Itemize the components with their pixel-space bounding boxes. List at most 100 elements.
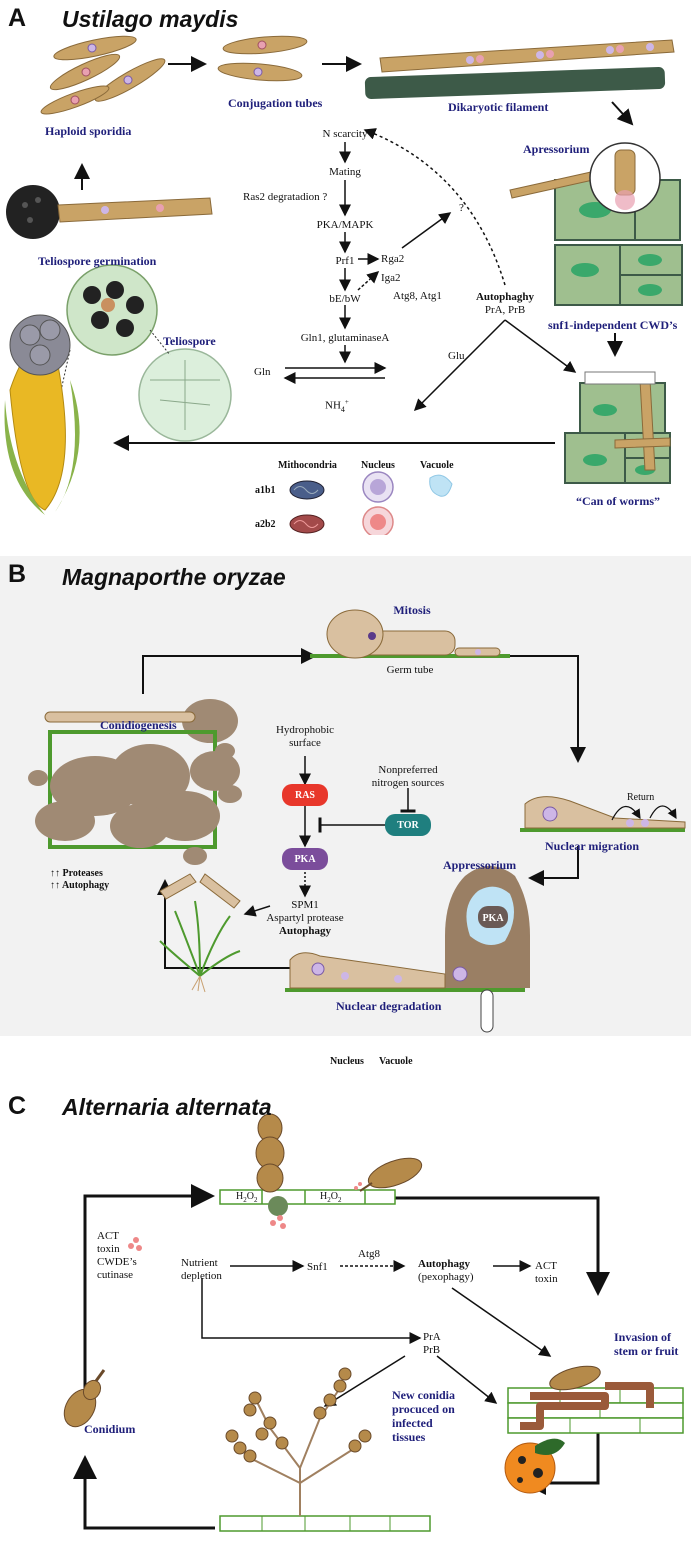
legend-mitochondria-label: Mithocondria <box>278 460 337 471</box>
rga2-label: Rga2 <box>381 253 405 265</box>
conidium-label: Conidium <box>84 1422 136 1436</box>
spm1-label: SPM1 <box>291 899 319 911</box>
panel-a-title: Ustilago maydis <box>62 6 239 32</box>
pka-mapk-label: PKA/MAPK <box>316 219 374 231</box>
invasion-label: Invasion of <box>614 1330 672 1344</box>
act-toxin-label: ACT <box>535 1260 557 1272</box>
act-label: ACT <box>97 1230 119 1242</box>
nutrient-label: Nutrient <box>181 1257 218 1269</box>
gln-label: Gln <box>254 366 271 378</box>
nh4-label: NH4+ <box>325 398 349 414</box>
conidiogenesis-illustration <box>28 699 242 909</box>
prb-label: PrB <box>423 1344 441 1356</box>
stem-or-fruit-label: stem or fruit <box>614 1344 679 1358</box>
proteases-label: ↑↑ Proteases <box>50 868 103 879</box>
legend-vacuole-label: Vacuole <box>420 460 454 471</box>
conjugation-tubes-illustration <box>217 35 308 82</box>
nuclear-migration-label: Nuclear migration <box>545 839 640 853</box>
cwdes-label: CWDE’s <box>97 1256 137 1268</box>
apressorium-illustration <box>509 142 683 306</box>
ras-node <box>282 784 328 806</box>
pra-prb-label: PrA, PrB <box>484 304 526 316</box>
can-of-worms-illustration <box>564 371 671 484</box>
appressorium-illustration <box>285 866 530 1033</box>
autophagy-label-b: Autophagy <box>279 925 331 937</box>
question-label: ? <box>459 202 464 214</box>
teliospore-germination-illustration <box>6 185 213 239</box>
legend-vacuole-label-b: Vacuole <box>379 1056 413 1067</box>
panel-b: B Magnaporthe oryzae Mitosis Germ tube C… <box>0 556 691 1067</box>
atg-label: Atg8, Atg1 <box>393 290 442 302</box>
prf1-label: Prf1 <box>335 255 355 267</box>
appressorium-label: Appressorium <box>443 858 517 872</box>
cutinase-label: cutinase <box>97 1269 134 1281</box>
new-conidia-illustration <box>219 1367 431 1532</box>
hydrophobic-label: Hydrophobic <box>275 724 335 736</box>
new-conidia-label-1: New conidia <box>392 1388 455 1402</box>
nonpreferred-label: Nonpreferred <box>378 764 438 776</box>
tor-label: TOR <box>397 820 419 831</box>
glu-label: Glu <box>448 350 465 362</box>
toxin-label: toxin <box>97 1243 120 1255</box>
nuclear-migration-illustration <box>520 796 686 832</box>
legend-nucleus-label: Nucleus <box>361 460 395 471</box>
germ-tube-label: Germ tube <box>386 664 434 676</box>
panel-c-graphics <box>63 1113 684 1532</box>
pexophagy-label: (pexophagy) <box>418 1271 474 1283</box>
pka-appressorium-label: PKA <box>482 913 504 924</box>
new-conidia-label-3: infected <box>392 1416 433 1430</box>
h2o2-right-label: H2O2 <box>320 1191 342 1204</box>
panel-a: A Ustilago maydis Haploid sporidia Conju… <box>0 0 691 535</box>
teliospore-label: Teliospore <box>163 334 216 348</box>
ras2-label: Ras2 degratadion ? <box>243 191 328 203</box>
gln1-label: Gln1, glutaminaseA <box>300 332 390 344</box>
corn-illustration <box>4 314 80 515</box>
dikaryotic-filament-label: Dikaryotic filament <box>448 100 549 114</box>
conjugation-tubes-label: Conjugation tubes <box>228 96 323 110</box>
panel-a-graphics <box>4 35 683 535</box>
orange-fruit-illustration <box>504 1438 565 1494</box>
teliospore-germination-label: Teliospore germination <box>38 254 157 268</box>
new-conidia-label-2: procuced on <box>392 1402 455 1416</box>
snf1-label: snf1-independent CWD’s <box>548 318 678 332</box>
top-cells-illustration <box>219 1113 423 1229</box>
rice-plant-illustration <box>159 900 241 993</box>
legend-a2b2-label: a2b2 <box>255 519 276 530</box>
legend-nucleus-label-b: Nucleus <box>330 1056 364 1067</box>
apressorium-label: Apressorium <box>523 142 590 156</box>
panel-b-letter: B <box>8 560 27 588</box>
h2o2-left-label: H2O2 <box>236 1191 258 1204</box>
invasion-cells-illustration <box>507 1365 684 1434</box>
legend-a1b1-label: a1b1 <box>255 485 276 496</box>
panel-c-title: Alternaria alternata <box>62 1094 272 1120</box>
pra-label: PrA <box>423 1331 441 1343</box>
conidium-illustration <box>63 1369 106 1428</box>
dikaryotic-filament-illustration <box>364 39 675 100</box>
panel-a-letter: A <box>8 4 27 32</box>
aspartyl-label: Aspartyl protease <box>266 912 344 924</box>
panel-c-letter: C <box>8 1092 27 1120</box>
teliospore-illustration <box>59 264 232 442</box>
surface-label: surface <box>289 737 321 749</box>
nitrogen-sources-label: nitrogen sources <box>371 777 445 789</box>
germ-tube-illustration <box>310 609 510 659</box>
ras-label: RAS <box>294 790 316 801</box>
snf1-label-c: Snf1 <box>307 1261 328 1273</box>
haploid-sporidia-illustration <box>40 35 166 115</box>
pka-node <box>282 848 328 870</box>
panel-b-title: Magnaporthe oryzae <box>62 564 286 590</box>
legend-shapes <box>289 471 453 535</box>
autophagy-label: Autophaghy <box>475 291 535 303</box>
panel-b-graphics <box>28 609 686 1033</box>
pka-label: PKA <box>294 854 316 865</box>
panel-c: C Alternaria alternata H2O2 H2O2 ACT tox… <box>0 1088 691 1558</box>
haploid-sporidia-label: Haploid sporidia <box>45 124 132 138</box>
return-label: Return <box>627 792 655 803</box>
act-toxin-label-2: toxin <box>535 1273 558 1285</box>
atg8-label: Atg8 <box>358 1248 380 1260</box>
autophagy-label-c: Autophagy <box>418 1258 470 1270</box>
mating-label: Mating <box>329 166 361 178</box>
autophagy-up-label: ↑↑ Autophagy <box>50 880 110 891</box>
conidiogenesis-label: Conidiogenesis <box>100 718 177 732</box>
n-scarcity-label: N scarcity <box>322 128 368 140</box>
